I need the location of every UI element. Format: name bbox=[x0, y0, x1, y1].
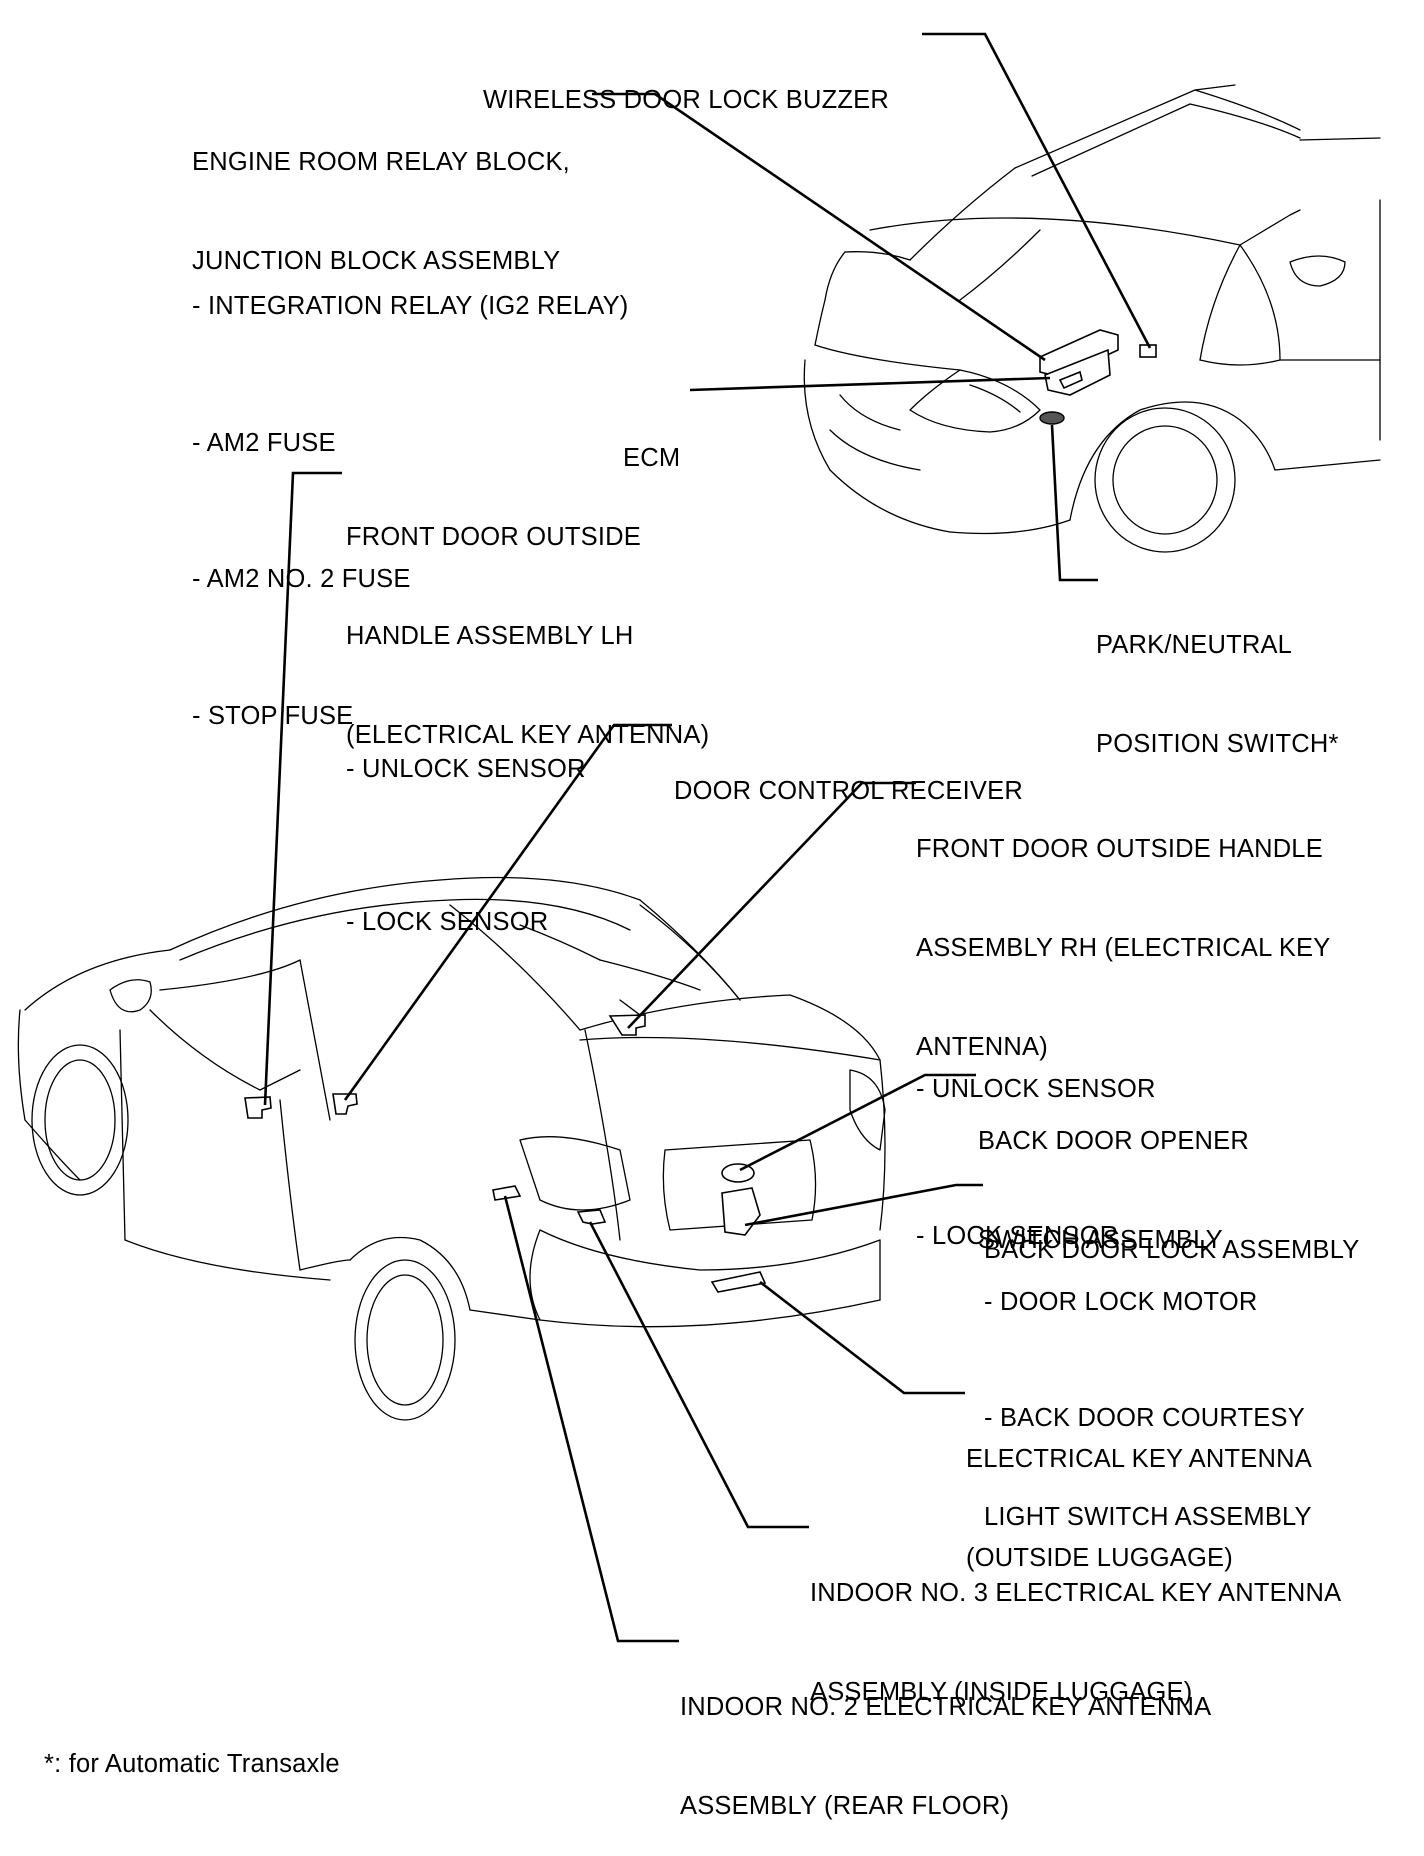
label-front-door-lh: FRONT DOOR OUTSIDE HANDLE ASSEMBLY LH (E… bbox=[346, 523, 710, 749]
rear-car-illustration bbox=[17, 876, 886, 1421]
list-item: LIGHT SWITCH ASSEMBLY bbox=[984, 1503, 1312, 1531]
list-item: - UNLOCK SENSOR bbox=[916, 1075, 1156, 1103]
label-front-door-rh: FRONT DOOR OUTSIDE HANDLE ASSEMBLY RH (E… bbox=[916, 835, 1331, 1061]
label-back-door-opener: BACK DOOR OPENER SWITCH ASSEMBLY bbox=[978, 1127, 1249, 1254]
list-item: - LOCK SENSOR bbox=[916, 1222, 1119, 1250]
list-item: - DOOR LOCK MOTOR bbox=[984, 1288, 1258, 1316]
label-ecm: ECM bbox=[623, 444, 681, 472]
indoor-no2-antenna-part bbox=[492, 1185, 522, 1201]
label-engine-room-relay-block: ENGINE ROOM RELAY BLOCK, JUNCTION BLOCK … bbox=[192, 148, 570, 275]
list-item: - INTEGRATION RELAY (IG2 RELAY) bbox=[192, 292, 629, 320]
label-door-control-receiver: DOOR CONTROL RECEIVER bbox=[674, 777, 1023, 805]
list-item: - AM2 FUSE bbox=[192, 428, 336, 457]
list-item: - STOP FUSE bbox=[192, 701, 354, 730]
label-back-door-lock: BACK DOOR LOCK ASSEMBLY bbox=[984, 1236, 1360, 1264]
indoor-no3-antenna-part bbox=[576, 1209, 607, 1225]
front-door-lh-items-list: - UNLOCK SENSOR - LOCK SENSOR bbox=[346, 642, 586, 999]
list-item: - BACK DOOR COURTESY bbox=[984, 1404, 1305, 1432]
parts-location-diagram bbox=[17, 32, 1381, 1643]
front-car-illustration bbox=[803, 84, 1381, 553]
label-indoor-no2-antenna: INDOOR NO. 2 ELECTRICAL KEY ANTENNA ASSE… bbox=[680, 1693, 1212, 1820]
list-item: - AM2 NO. 2 FUSE bbox=[192, 565, 411, 593]
list-item: - LOCK SENSOR bbox=[346, 908, 549, 936]
back-door-lock-part bbox=[721, 1187, 761, 1236]
door-control-receiver-part bbox=[332, 1093, 358, 1115]
leader-lines bbox=[263, 32, 1152, 1643]
engine-room-items-list: - INTEGRATION RELAY (IG2 RELAY) - AM2 FU… bbox=[192, 193, 628, 785]
label-outside-luggage-antenna: ELECTRICAL KEY ANTENNA (OUTSIDE LUGGAGE) bbox=[966, 1445, 1312, 1572]
front-door-lh-handle-part bbox=[244, 1096, 272, 1119]
back-door-opener-part bbox=[721, 1163, 755, 1183]
footnote: *: for Automatic Transaxle bbox=[44, 1750, 340, 1778]
outside-luggage-antenna-part bbox=[710, 1271, 767, 1293]
park-neutral-switch-part bbox=[1039, 411, 1065, 425]
engine-room-relay-block-part bbox=[1039, 329, 1119, 396]
list-item: - UNLOCK SENSOR bbox=[346, 755, 586, 783]
back-door-lock-items-list: - DOOR LOCK MOTOR - BACK DOOR COURTESY L… bbox=[984, 1220, 1312, 1567]
label-park-neutral-switch: PARK/NEUTRAL POSITION SWITCH* bbox=[1096, 631, 1339, 758]
front-door-rh-items-list: - UNLOCK SENSOR - LOCK SENSOR bbox=[916, 967, 1156, 1310]
label-indoor-no3-antenna: INDOOR NO. 3 ELECTRICAL KEY ANTENNA ASSE… bbox=[810, 1579, 1342, 1706]
front-door-rh-handle-part bbox=[608, 1014, 646, 1036]
label-wireless-door-lock-buzzer: WIRELESS DOOR LOCK BUZZER bbox=[483, 86, 889, 114]
rear-car-parts bbox=[244, 1014, 767, 1293]
